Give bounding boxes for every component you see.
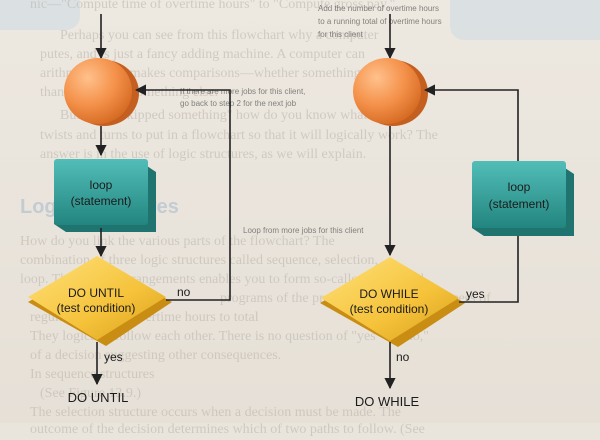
yes-label: yes xyxy=(104,350,123,364)
faint-notes: Add the number of overtime hours to a ru… xyxy=(180,4,442,235)
faint-note: If there are more jobs for this client, xyxy=(180,87,305,96)
flowchart-diagram: Add the number of overtime hours to a ru… xyxy=(28,4,574,409)
faint-note: to a running total of overtime hours xyxy=(318,17,442,26)
background-image-top-right xyxy=(450,0,600,40)
connector-circle xyxy=(64,58,139,126)
do-while-flowchart: DO WHILE (test condition) yes loop (stat… xyxy=(320,14,574,409)
loop-statement-box: loop (statement) xyxy=(54,159,156,232)
decision-sublabel: (test condition) xyxy=(57,301,136,315)
no-branch-line xyxy=(134,84,231,301)
decision-label: DO UNTIL xyxy=(68,286,124,300)
faint-note: Loop from more jobs for this client xyxy=(243,226,364,235)
yes-label: yes xyxy=(466,287,485,301)
loop-statement-box: loop (statement) xyxy=(472,161,574,236)
no-label: no xyxy=(177,285,191,299)
do-until-result: DO UNTIL xyxy=(68,390,129,405)
do-while-result: DO WHILE xyxy=(355,394,420,409)
decision-diamond: DO WHILE (test condition) xyxy=(320,257,465,347)
loop-sublabel: (statement) xyxy=(71,194,132,208)
background-image-top-left xyxy=(0,0,80,30)
faint-note: Add the number of overtime hours xyxy=(318,4,439,13)
no-label: no xyxy=(396,350,410,364)
loop-back-line xyxy=(423,84,519,161)
faint-note: for this client xyxy=(318,30,364,39)
faint-note: go back to step 2 for the next job xyxy=(180,99,297,108)
loop-label: loop xyxy=(90,178,113,192)
loop-sublabel: (statement) xyxy=(489,197,550,211)
decision-sublabel: (test condition) xyxy=(350,302,429,316)
connector-circle xyxy=(353,58,428,126)
yes-branch-line xyxy=(459,236,519,303)
decision-diamond: DO UNTIL (test condition) xyxy=(28,256,172,346)
loop-label: loop xyxy=(508,180,531,194)
do-until-flowchart: loop (statement) DO UNTIL (test conditio… xyxy=(28,14,231,405)
decision-label: DO WHILE xyxy=(359,287,418,301)
